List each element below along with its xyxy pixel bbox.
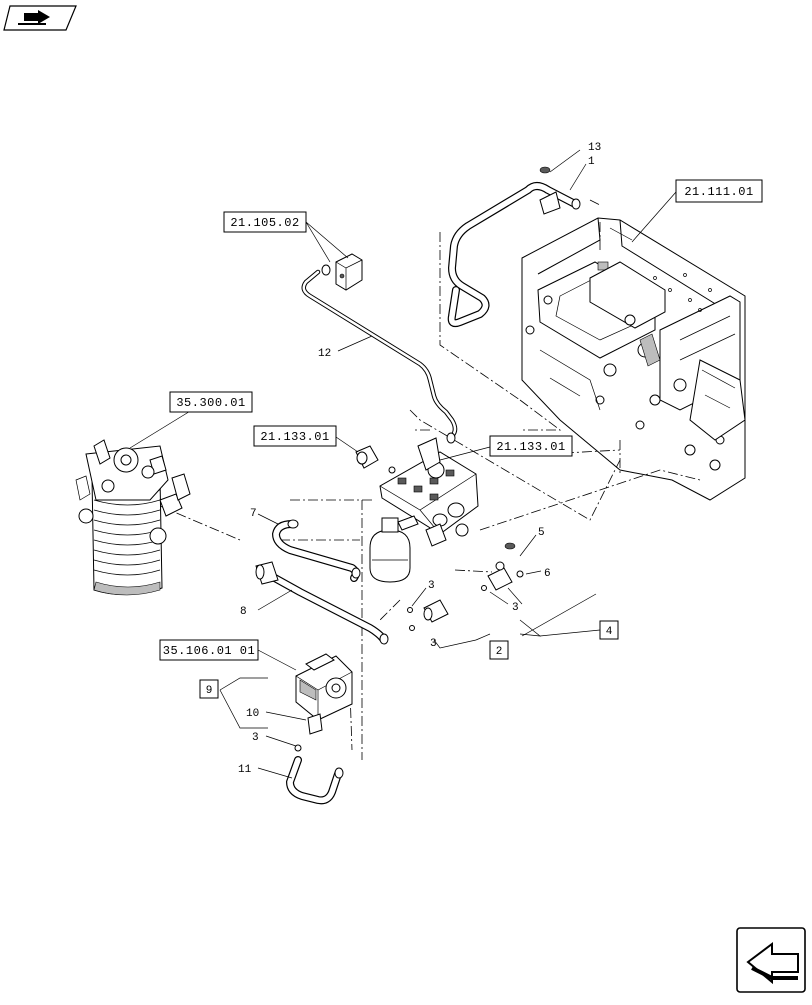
callout-5[interactable]: 5 <box>538 527 545 539</box>
hydraulic-pump <box>294 653 353 752</box>
hydraulic-filter <box>75 439 191 596</box>
callout-box-9[interactable]: 9 <box>199 679 219 699</box>
callout-3-right[interactable]: 3 <box>512 602 519 614</box>
ref-label: 35.106.01 01 <box>163 644 255 658</box>
callout-6[interactable]: 6 <box>544 568 551 580</box>
hose-7 <box>272 519 361 582</box>
arrow-next-icon[interactable] <box>736 927 806 993</box>
fittings-group <box>407 542 524 631</box>
callout-8[interactable]: 8 <box>240 606 247 618</box>
ref-label: 35.300.01 <box>176 396 245 410</box>
ref-box-21-111-01[interactable]: 21.111.01 <box>675 179 763 203</box>
callout-box-label: 9 <box>206 685 213 697</box>
tube-11 <box>286 756 344 805</box>
assembly-boundary-lines <box>159 199 701 760</box>
callout-7[interactable]: 7 <box>250 508 257 520</box>
ref-box-35-300-01[interactable]: 35.300.01 <box>169 391 253 413</box>
callout-1[interactable]: 1 <box>588 156 595 168</box>
callout-3-pump[interactable]: 3 <box>252 732 259 744</box>
transmission-housing <box>521 217 746 501</box>
ref-label: 21.133.01 <box>496 440 565 454</box>
callout-10[interactable]: 10 <box>246 708 259 720</box>
ref-box-21-133-01-left[interactable]: 21.133.01 <box>253 425 337 447</box>
book-arrow-icon[interactable] <box>3 5 77 31</box>
pipe-12 <box>301 253 458 444</box>
callout-3-lower[interactable]: 3 <box>430 638 437 650</box>
hose-8 <box>255 561 389 645</box>
ref-label: 21.105.02 <box>230 216 299 230</box>
callout-3-upper[interactable]: 3 <box>428 580 435 592</box>
upper-tube <box>447 166 581 328</box>
callout-11[interactable]: 11 <box>238 764 252 776</box>
valve-block <box>355 437 479 583</box>
ref-label: 21.133.01 <box>260 430 329 444</box>
ref-box-21-105-02[interactable]: 21.105.02 <box>223 211 307 233</box>
callout-box-2[interactable]: 2 <box>489 640 509 660</box>
callout-13[interactable]: 13 <box>588 142 601 154</box>
callout-box-label: 2 <box>496 646 503 658</box>
ref-label: 21.111.01 <box>684 185 753 199</box>
ref-box-21-133-01-right[interactable]: 21.133.01 <box>489 435 573 457</box>
callout-box-label: 4 <box>606 626 613 638</box>
leader-lines <box>129 149 677 779</box>
callout-12[interactable]: 12 <box>318 348 331 360</box>
ref-box-35-106-01-01[interactable]: 35.106.01 01 <box>159 639 259 661</box>
callout-box-4[interactable]: 4 <box>599 620 619 640</box>
